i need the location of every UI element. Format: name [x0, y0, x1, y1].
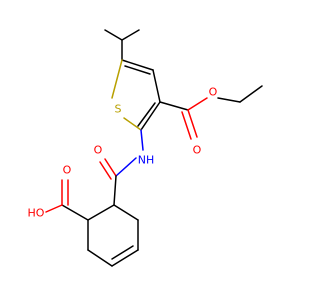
bond-c3-c2-double	[137, 102, 156, 127]
bond-amide-carbonyl-double	[99, 161, 112, 180]
bond-amide-carbonyl	[104, 158, 117, 177]
bond-ester-c-o	[187, 97, 208, 111]
bond-n-amide-carbon	[115, 157, 137, 177]
bond-c3-ester-carbon	[159, 101, 189, 111]
bond-c2-n	[140, 129, 144, 151]
bond-ring-to-acid	[61, 204, 89, 221]
structure-diagram: S NH O O HO O O	[28, 29, 263, 267]
bond-c4-c3	[152, 69, 161, 103]
ester-carbonyl-oxygen-label: O	[193, 144, 202, 157]
bond-c5-c4-double	[124, 65, 151, 75]
bond-c2-s	[123, 117, 142, 131]
bond-c3-c2	[140, 101, 161, 131]
bond-ester-carbonyl	[187, 109, 198, 138]
bond-ring-6	[87, 204, 115, 221]
bond-c5-c4	[121, 59, 154, 71]
bond-ring-4	[87, 249, 113, 267]
bond-ring-3-double	[111, 245, 134, 260]
bond-ester-carbonyl-double	[181, 111, 192, 140]
bond-ring-3	[111, 249, 139, 267]
bond-ester-o-ch2	[217, 97, 241, 103]
bond-isopropyl-methyl-left	[104, 29, 123, 41]
acid-carbonyl-oxygen-label: O	[63, 164, 72, 177]
bond-acid-oh	[45, 204, 63, 213]
ester-oxygen-label: O	[209, 86, 218, 99]
acid-hydroxyl-label: HO	[28, 207, 45, 220]
molecule-canvas: S NH O O HO O O	[28, 29, 263, 267]
sulfur-label: S	[115, 103, 122, 116]
bond-isopropyl-methyl-right	[121, 29, 140, 41]
bond-s-c5	[111, 59, 123, 99]
bond-amide-to-ring	[113, 175, 117, 206]
amide-oxygen-label: O	[94, 144, 103, 157]
bond-ethyl	[239, 85, 263, 103]
bond-ring-1	[113, 204, 139, 221]
amide-nitrogen-label: NH	[138, 154, 155, 167]
